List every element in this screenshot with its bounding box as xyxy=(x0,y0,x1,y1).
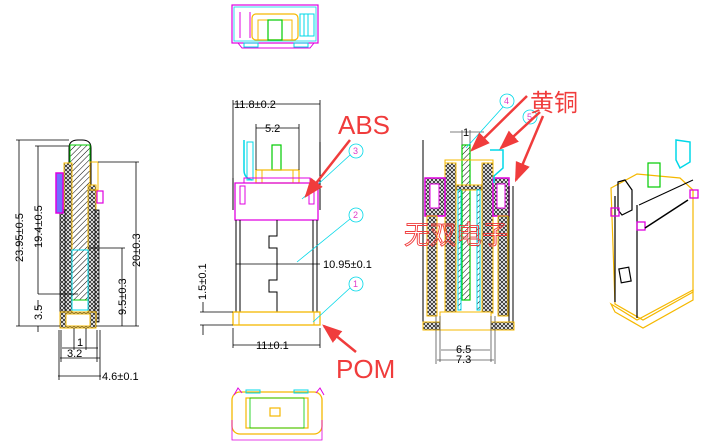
dim-body-width: 10.95±0.1 xyxy=(323,259,372,271)
dim-inner-height: 19.4±0.5 xyxy=(33,205,45,248)
balloon-5: 5 xyxy=(527,112,532,122)
front-view: 11.8±0.2 5.2 10.95±0.1 11±0.1 1.5±0.1 3 … xyxy=(197,99,395,384)
section-view: 1 6.5 7.3 4 5 黄铜 无双电子 xyxy=(404,89,578,366)
dim-inner-width: 3.2 xyxy=(67,348,82,360)
balloon-3: 3 xyxy=(353,146,358,156)
balloon-2: 2 xyxy=(353,210,358,220)
balloon-4: 4 xyxy=(504,96,509,106)
material-label-abs: ABS xyxy=(338,110,390,140)
watermark: 无双电子 xyxy=(404,221,508,251)
dim-base-height: 1.5±0.1 xyxy=(197,263,209,300)
dim-pin-width: 1 xyxy=(77,337,83,349)
dim-tab-width: 5.2 xyxy=(265,123,280,135)
dim-section-pin-width: 1 xyxy=(463,127,469,139)
balloon-1: 1 xyxy=(353,279,358,289)
dim-lower-height: 9.5±0.3 xyxy=(117,278,129,315)
dim-outer-width: 4.6±0.1 xyxy=(102,371,139,383)
dim-base: 3.5 xyxy=(33,305,45,320)
material-label-brass: 黄铜 xyxy=(530,89,578,117)
isometric-view xyxy=(609,139,699,329)
dim-body-height: 20±0.3 xyxy=(131,233,143,267)
dim-inner-span: 6.5 xyxy=(456,344,471,356)
dim-top-width: 11.8±0.2 xyxy=(234,99,276,111)
side-view: 23.95±0.5 19.4±0.5 20±0.3 9.5±0.3 3.5 1 … xyxy=(14,139,143,383)
top-view xyxy=(231,4,319,49)
dim-base-width: 11±0.1 xyxy=(256,340,289,352)
dim-outer-span: 7.3 xyxy=(456,354,471,366)
material-label-pom: POM xyxy=(336,354,395,384)
bottom-view xyxy=(231,387,325,441)
dim-overall-height: 23.95±0.5 xyxy=(14,213,26,262)
